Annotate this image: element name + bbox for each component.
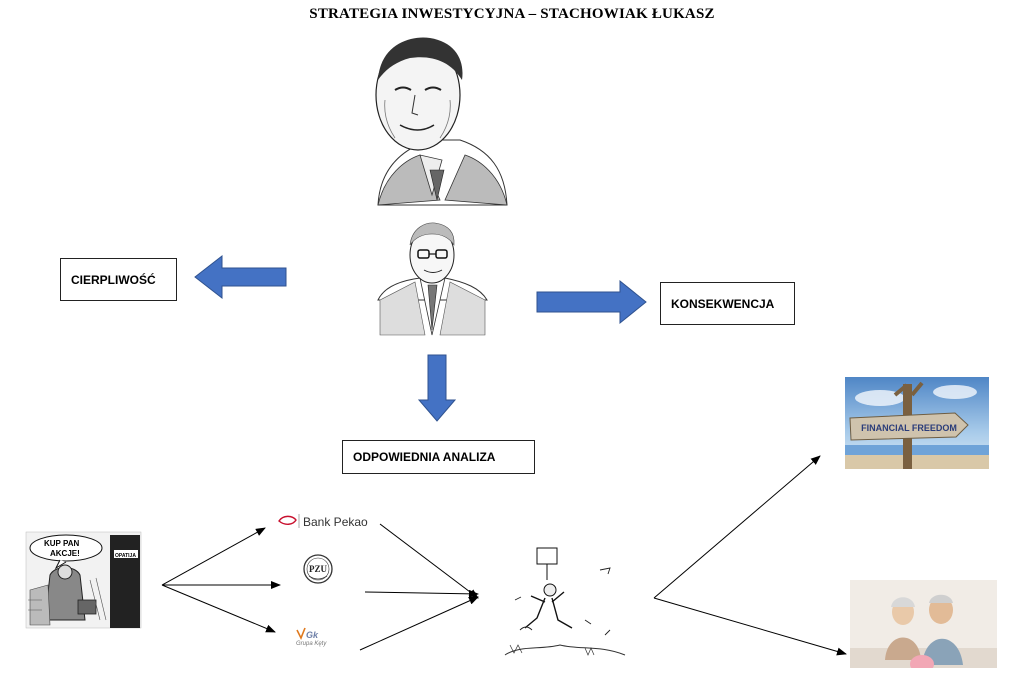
- box-cierpliwosc: CIERPLIWOŚĆ: [60, 258, 177, 301]
- bubble-line2: AKCJE!: [50, 549, 80, 558]
- bubble-line1: KUP PAN: [44, 539, 79, 548]
- kety-mark: Gk: [306, 630, 319, 640]
- pzu-text: PZU: [309, 564, 328, 574]
- pekao-logo-text: Bank Pekao: [303, 515, 368, 529]
- kety-logo-icon: [296, 627, 306, 640]
- arrow-down-block: [417, 354, 457, 422]
- connector-arrows: [161, 455, 847, 656]
- sign-text: OPATIJA: [115, 553, 136, 559]
- pzu-logo-icon: [303, 554, 333, 584]
- arrow-right-block: [536, 279, 647, 325]
- kety-logo-text: Grupa Kęty: [296, 641, 327, 647]
- cartoon-center: [500, 543, 630, 661]
- cartoon-left: [25, 531, 142, 629]
- box-konsekwencja: KONSEKWENCJA: [660, 282, 795, 325]
- freedom-image: [845, 377, 989, 469]
- page-title: STRATEGIA INWESTYCYJNA – STACHOWIAK ŁUKA…: [309, 6, 715, 22]
- arrow-left-block: [194, 254, 287, 300]
- freedom-sign-text: FINANCIAL FREEDOM: [861, 423, 957, 433]
- pekao-logo-icon: [278, 514, 300, 528]
- portrait-top: [375, 37, 508, 206]
- portrait-small: [377, 222, 488, 336]
- box-odpowiednia-analiza: ODPOWIEDNIA ANALIZA: [342, 440, 535, 474]
- couple-image: [850, 580, 997, 680]
